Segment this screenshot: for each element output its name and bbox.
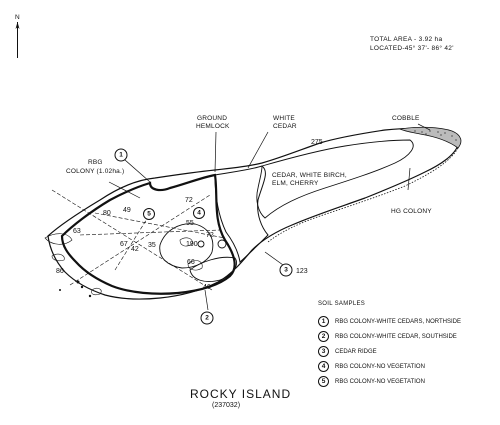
leader-lines xyxy=(108,123,431,311)
legend-marker-1: 1 xyxy=(318,316,329,327)
sample-marker-4: 4 xyxy=(193,207,205,219)
legend-text-3: CEDAR RIDGE xyxy=(335,348,377,355)
measure-46: 46 xyxy=(203,284,211,291)
legend-text-2: RBG COLONY-WHITE CEDAR, SOUTHSIDE xyxy=(335,333,457,340)
measure-86: 86 xyxy=(56,268,64,275)
cedar-birch-area xyxy=(256,139,414,219)
svg-text:4: 4 xyxy=(197,210,201,217)
measure-55: 55 xyxy=(186,220,194,227)
elevation-123: 123 xyxy=(296,268,308,275)
rbg-colony-boundary xyxy=(60,173,236,295)
elevation-275: 275 xyxy=(311,139,323,146)
white-cedar-label: WHITE xyxy=(273,115,295,122)
legend-item-1: 1 RBG COLONY-WHITE CEDARS, NORTHSIDE xyxy=(318,314,461,329)
legend-text-5: RBG COLONY-NO VEGETATION xyxy=(335,378,425,385)
svg-text:5: 5 xyxy=(147,211,151,218)
legend-heading: SOIL SAMPLES xyxy=(318,301,366,307)
cobble-label: COBBLE xyxy=(392,115,420,122)
offshore-rocks xyxy=(59,280,92,298)
legend-item-4: 4 RBG COLONY-NO VEGETATION xyxy=(318,359,461,374)
legend-marker-4: 4 xyxy=(318,361,329,372)
sample-marker-ring xyxy=(197,239,227,249)
measure-66: 66 xyxy=(187,259,195,266)
sample-marker-3: 3 xyxy=(279,263,293,277)
legend-marker-2: 2 xyxy=(318,331,329,342)
rbg-colony-label: RBG xyxy=(88,159,103,166)
measure-42: 42 xyxy=(131,246,139,253)
hg-colony-label: HG COLONY xyxy=(391,208,432,215)
measure-49: 49 xyxy=(123,207,131,214)
measure-80: 80 xyxy=(103,210,111,217)
measure-72-top: 72 xyxy=(185,197,193,204)
legend-marker-5: 5 xyxy=(318,376,329,387)
measure-72-right: 72 xyxy=(206,232,214,239)
map-subtitle: (237032) xyxy=(212,402,241,409)
sample-marker-5: 5 xyxy=(143,208,155,220)
island-outline xyxy=(47,127,459,300)
measure-35: 35 xyxy=(148,242,156,249)
ground-hemlock-patches xyxy=(44,233,203,296)
svg-text:2: 2 xyxy=(205,315,209,322)
map-title: ROCKY ISLAND xyxy=(190,387,292,401)
legend-item-2: 2 RBG COLONY-WHITE CEDAR, SOUTHSIDE xyxy=(318,329,461,344)
legend-marker-3: 3 xyxy=(318,346,329,357)
legend-item-3: 3 CEDAR RIDGE xyxy=(318,344,461,359)
rbg-colony-area-label: COLONY (1.02ha.) xyxy=(66,168,124,175)
ground-hemlock-label-2: HEMLOCK xyxy=(196,123,230,130)
white-cedar-label-2: CEDAR xyxy=(273,123,297,130)
sample-marker-1: 1 xyxy=(114,148,128,162)
measure-67: 67 xyxy=(120,241,128,248)
north-arrow-icon: N xyxy=(15,14,20,58)
measure-190: 190 xyxy=(186,241,198,248)
svg-text:1: 1 xyxy=(119,152,123,159)
legend-text-1: RBG COLONY-WHITE CEDARS, NORTHSIDE xyxy=(335,318,462,325)
location-text: LOCATED-45° 37'- 86° 42' xyxy=(370,45,454,52)
vegetation-label: CEDAR, WHITE BIRCH, xyxy=(272,172,347,179)
legend-text-4: RBG COLONY-NO VEGETATION xyxy=(335,363,425,370)
svg-text:3: 3 xyxy=(284,267,288,274)
sample-marker-2: 2 xyxy=(200,311,214,325)
cobble-beach xyxy=(398,126,462,149)
shoreline-stipple xyxy=(267,147,459,243)
soil-samples-legend: SOIL SAMPLES 1 RBG COLONY-WHITE CEDARS, … xyxy=(318,301,461,389)
transect-lines xyxy=(51,189,226,291)
ground-hemlock-label: GROUND xyxy=(197,115,227,122)
north-label: N xyxy=(15,14,20,21)
vegetation-label-2: ELM, CHERRY xyxy=(272,180,319,187)
total-area-text: TOTAL AREA - 3.92 ha xyxy=(370,36,443,43)
measure-63: 63 xyxy=(73,228,81,235)
island-info: TOTAL AREA - 3.92 ha LOCATED-45° 37'- 86… xyxy=(370,35,454,53)
south-patch xyxy=(189,256,237,282)
legend-item-5: 5 RBG COLONY-NO VEGETATION xyxy=(318,374,461,389)
